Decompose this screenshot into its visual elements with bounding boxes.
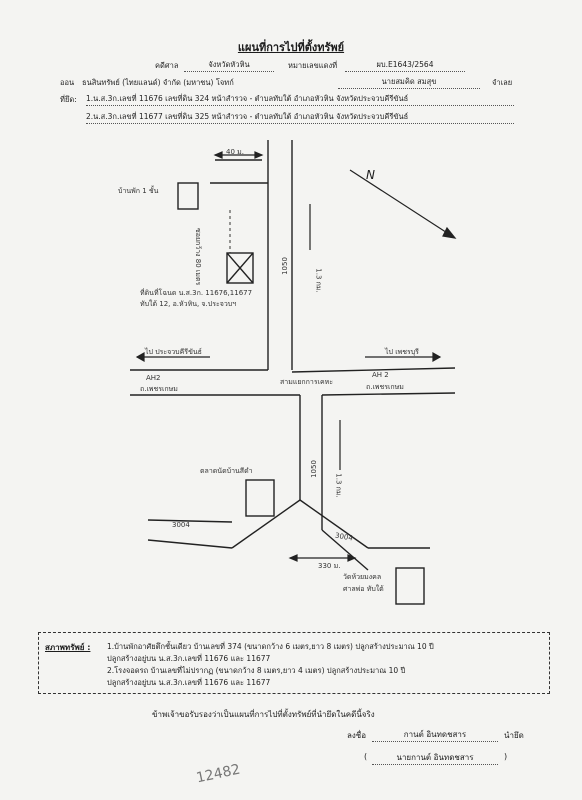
road-1050-lower-label: 1050 bbox=[309, 460, 318, 478]
plaintiff-prefix: ออน bbox=[60, 78, 75, 87]
target-label-1: ที่ดินที่โฉนด น.ส.3ก. 11676,11677 bbox=[140, 289, 253, 297]
highway-top-right bbox=[291, 367, 456, 373]
status-line-1: 1.บ้านพักอาศัยตึกชั้นเดียว บ้านเลขที่ 37… bbox=[107, 642, 434, 651]
road-left-label: ถ.เพชรเกษม bbox=[140, 385, 178, 393]
status-label: สภาพทรัพย์ : bbox=[45, 643, 91, 652]
defendant: นายสมคิด สมสุข bbox=[338, 76, 480, 89]
plaintiff: ธนสินทรัพย์ (ไทยแลนด์) จำกัด (มหาชน) โจท… bbox=[82, 78, 234, 87]
road-3004-right-top bbox=[299, 499, 369, 549]
ah2-left-label: AH2 bbox=[146, 374, 161, 382]
width-label: ซอยกว้าง 80 เมตร bbox=[194, 228, 202, 286]
case-value: ผบ.E1643/2564 bbox=[345, 59, 465, 72]
case-label: หมายเลขแดงที่ bbox=[288, 61, 338, 70]
certification-text: ข้าพเจ้าขอรับรองว่าเป็นแผนที่การไปที่ตั้… bbox=[152, 710, 375, 719]
target-label-2: ทับใต้ 12, อ.หัวหิน, จ.ประจวบฯ bbox=[140, 300, 237, 308]
house-building bbox=[177, 182, 199, 210]
house-label: บ้านพัก 1 ชั้น bbox=[118, 187, 159, 195]
property-status-box: สภาพทรัพย์ : 1.บ้านพักอาศัยตึกชั้นเดียว … bbox=[38, 632, 550, 694]
dist-330m-label: 330 ม. bbox=[318, 562, 341, 570]
sign-label: ลงชื่อ bbox=[347, 731, 367, 740]
road-right-label: ถ.เพชรเกษม bbox=[366, 383, 404, 391]
dist-1-3km-lower: 1.3 กม. bbox=[334, 473, 343, 498]
road-3004-left-label: 3004 bbox=[172, 521, 190, 529]
north-label: N bbox=[366, 168, 375, 182]
temple-label-1: วัดห้วยมงคล bbox=[343, 573, 382, 581]
seized-item-1: 1.น.ส.3ก.เลขที่ 11676 เลขที่ดิน 324 หน้า… bbox=[86, 93, 514, 106]
court-value: จังหวัดหัวหิน bbox=[184, 59, 274, 72]
page-title: แผนที่การไปที่ตั้งทรัพย์ bbox=[237, 41, 345, 54]
defendant-suffix: จำเลย bbox=[492, 78, 513, 87]
road-3004-diag bbox=[231, 499, 301, 549]
status-line-3: 2.โรงจอดรถ บ้านเลขที่ไม่ปรากฏ (ขนาดกว้าง… bbox=[107, 666, 406, 675]
road-1050-upper-label: 1050 bbox=[280, 257, 289, 275]
seized-label: ที่ยึด: bbox=[60, 95, 77, 104]
temple-building bbox=[395, 567, 425, 605]
road-3004-left-bottom bbox=[147, 539, 233, 549]
temple-label-2: ศาลพ่อ ทับใต้ bbox=[343, 585, 384, 593]
road-3004-left-top bbox=[147, 519, 233, 523]
status-line-2: ปลูกสร้างอยู่บน น.ส.3ก.เลขที่ 11676 และ … bbox=[107, 654, 271, 663]
intersection-label: สามแยกการเคหะ bbox=[280, 378, 334, 386]
ah2-right-label: AH 2 bbox=[372, 371, 389, 379]
market-label: ตลาดนัดบ้านสีดำ bbox=[200, 467, 253, 475]
to-phetchaburi-label: ไป เพชรบุรี bbox=[385, 348, 419, 356]
signer-signature: กานต์ อินทดชสาร bbox=[372, 728, 498, 742]
market-building bbox=[245, 479, 275, 517]
highway-bottom-right bbox=[321, 392, 456, 396]
status-line-4: ปลูกสร้างอยู่บน น.ส.3ก.เลขที่ 11676 และ … bbox=[107, 678, 271, 687]
dist-1-3km-upper: 1.3 กม. bbox=[314, 268, 323, 293]
dist-40m-label: 40 ม. bbox=[226, 148, 244, 156]
road-3004-right-bottom bbox=[321, 529, 369, 571]
signer-printed-name: นายกานต์ อินทดชสาร bbox=[372, 751, 498, 765]
court-label: คดีศาล bbox=[155, 61, 179, 70]
to-prachuap-label: ไป ประจวบคีรีขันธ์ bbox=[145, 348, 202, 356]
seized-item-2: 2.น.ส.3ก.เลขที่ 11677 เลขที่ดิน 325 หน้า… bbox=[86, 111, 514, 124]
target-property bbox=[226, 252, 254, 284]
signer-role: นำยึด bbox=[504, 731, 524, 740]
